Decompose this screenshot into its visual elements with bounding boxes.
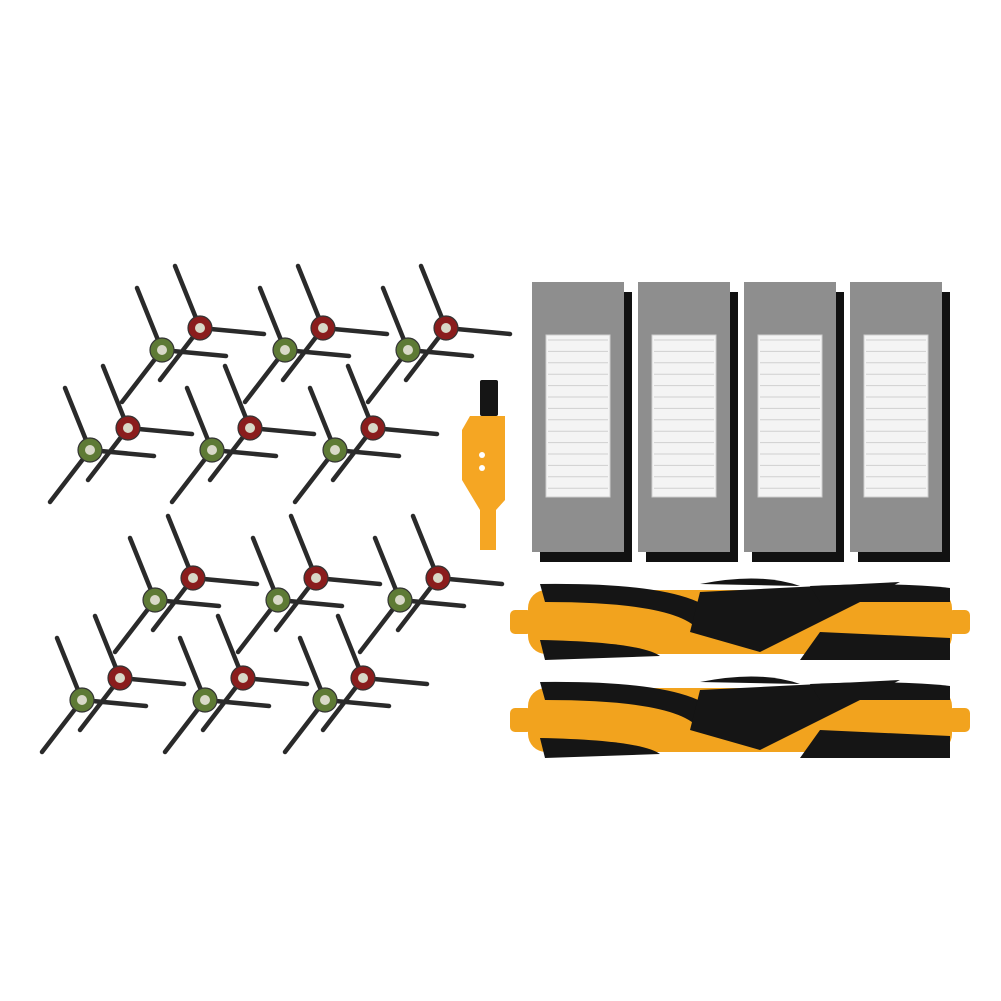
roller-bristle-strip [810,682,950,700]
roller-end-cap [510,610,532,634]
roller-bristle-strip [800,632,950,660]
roller-bristle-strip [540,681,720,730]
side-brush-icon [365,285,475,405]
filter-media [651,334,717,498]
brush-hub-center [403,345,413,355]
brush-hub-center [330,445,340,455]
side-brush-icon [235,535,345,655]
roller-bristle-strip [800,730,950,758]
filter-media [757,334,823,498]
brush-hub-center [318,323,328,333]
tool-hole [479,452,485,458]
roller-bristle-strip [810,584,950,602]
roller-bristle-tuft [700,578,800,586]
roller-bristle-tuft [700,676,800,684]
brush-hub-center [157,345,167,355]
hepa-filter-icon [850,282,950,562]
hepa-filter-icon [744,282,844,562]
tool-bristles [480,380,498,416]
side-brush-icon [242,285,352,405]
brush-hub-center [188,573,198,583]
brush-hub-center [358,673,368,683]
brush-hub-center [311,573,321,583]
side-brush-icon [85,363,195,483]
side-brush-icon [357,535,467,655]
brush-hub-center [200,695,210,705]
brush-hub-center [245,423,255,433]
side-brush-set [39,263,513,755]
side-brush-icon [39,635,149,755]
side-brush-icon [403,263,513,383]
side-brush-icon [273,513,383,633]
brush-hub-center [150,595,160,605]
side-brush-icon [292,385,402,505]
side-brush-icon [282,635,392,755]
hepa-filter-icon [638,282,738,562]
side-brush-icon [112,535,222,655]
side-brush-icon [157,263,267,383]
roller-end-cap [948,708,970,732]
side-brush-icon [207,363,317,483]
side-brush-icon [47,385,157,505]
side-brush-icon [395,513,505,633]
roller-brush-icon [510,676,970,758]
side-brush-icon [169,385,279,505]
brush-hub-center [123,423,133,433]
side-brush-icon [119,285,229,405]
side-brush-icon [162,635,272,755]
cleaning-tool [462,380,505,550]
brush-hub-center [207,445,217,455]
brush-hub-center [320,695,330,705]
side-brush-icon [280,263,390,383]
hepa-filter-icon [532,282,632,562]
roller-end-cap [948,610,970,634]
brush-hub-center [395,595,405,605]
brush-hub-center [441,323,451,333]
side-brush-icon [77,613,187,733]
brush-hub-center [368,423,378,433]
side-brush-icon [330,363,440,483]
hepa-filter-set [532,282,950,562]
filter-media [863,334,929,498]
side-brush-icon [200,613,310,733]
roller-bristle-strip [540,640,660,660]
roller-bristle-strip [540,738,660,758]
brush-hub-center [238,673,248,683]
side-brush-icon [320,613,430,733]
tool-hole [479,465,485,471]
brush-hub-center [433,573,443,583]
brush-hub-center [115,673,125,683]
brush-hub-center [77,695,87,705]
side-brush-icon [150,513,260,633]
roller-end-cap [510,708,532,732]
brush-hub-center [195,323,205,333]
tool-body [462,416,505,550]
brush-hub-center [273,595,283,605]
roller-bristle-strip [540,583,720,632]
brush-hub-center [85,445,95,455]
brush-hub-center [280,345,290,355]
main-roller-brush-set [510,578,970,758]
roller-brush-icon [510,578,970,660]
filter-media [545,334,611,498]
